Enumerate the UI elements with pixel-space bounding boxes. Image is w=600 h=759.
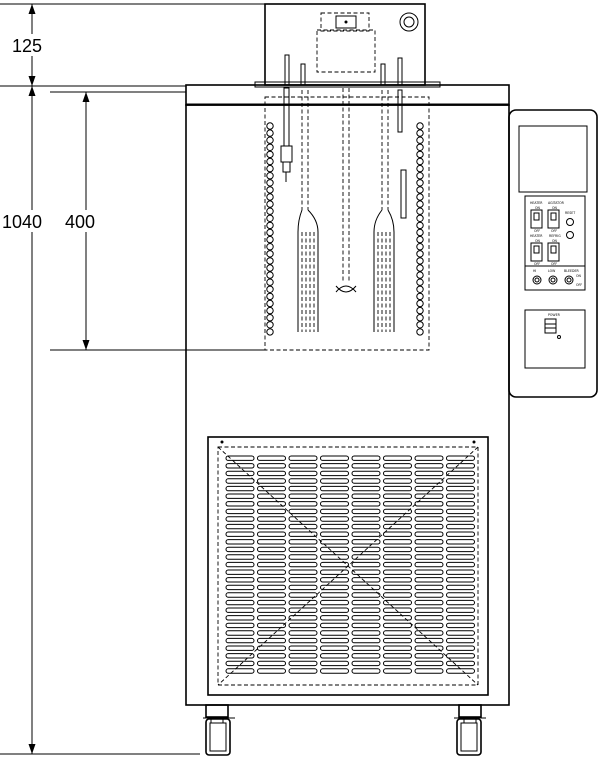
heater-1-label: HEATER	[530, 201, 543, 205]
power-label: POWER	[548, 313, 561, 317]
on-label-4: ON	[552, 239, 558, 243]
control-panel: HEATER AGITATOR ON ON OFF OFF RESET HEAT…	[508, 109, 598, 398]
low-lamp	[548, 275, 558, 285]
agitator-switch[interactable]	[547, 209, 560, 229]
hi-lamp	[532, 275, 542, 285]
caster-wheel-icon	[203, 704, 235, 756]
off-label-2: OFF	[551, 229, 557, 233]
bath-tank	[264, 87, 430, 351]
on-label-5: ON	[576, 274, 582, 278]
refrig-label: REFRIG	[549, 234, 561, 238]
heater-1-switch[interactable]	[530, 209, 543, 229]
sensor-probe	[280, 87, 293, 182]
agitator-label: AGITATOR	[548, 201, 565, 205]
dimension-400-label: 400	[65, 212, 95, 232]
bath-holes-left	[266, 122, 274, 336]
low-label: LOW	[548, 269, 556, 273]
reset-button-2[interactable]	[566, 231, 574, 239]
bleeder-label: BLEEDER	[564, 269, 579, 273]
top-head-unit	[254, 3, 441, 88]
bleeder-switch[interactable]	[564, 275, 574, 285]
dimension-lines: 125 1040 400	[0, 3, 265, 755]
heater-right	[373, 90, 395, 332]
on-label-3: ON	[535, 239, 541, 243]
on-label-1: ON	[535, 206, 541, 210]
main-body	[185, 84, 510, 706]
heater-2-switch[interactable]	[530, 242, 543, 262]
on-label-2: ON	[552, 206, 558, 210]
round-knob-icon	[399, 12, 419, 32]
off-label-3: OFF	[534, 262, 540, 266]
heater-2-label: HEATER	[530, 234, 543, 238]
display-window	[518, 125, 588, 193]
louvered-grille	[207, 436, 489, 696]
off-label-1: OFF	[534, 229, 540, 233]
power-switch[interactable]	[544, 318, 557, 334]
bath-holes-right	[416, 122, 424, 336]
heater-left	[297, 90, 319, 332]
off-label-4: OFF	[551, 262, 557, 266]
hi-label: HI	[533, 269, 536, 273]
reset-label: RESET	[565, 211, 575, 215]
reset-button[interactable]	[566, 218, 574, 226]
caster-wheel-icon	[454, 704, 486, 756]
off-label-5: OFF	[576, 283, 582, 287]
dimension-1040-label: 1040	[2, 212, 42, 232]
dimension-125-label: 125	[12, 36, 42, 56]
agitator-shaft	[335, 88, 357, 293]
refrig-switch[interactable]	[547, 242, 560, 262]
